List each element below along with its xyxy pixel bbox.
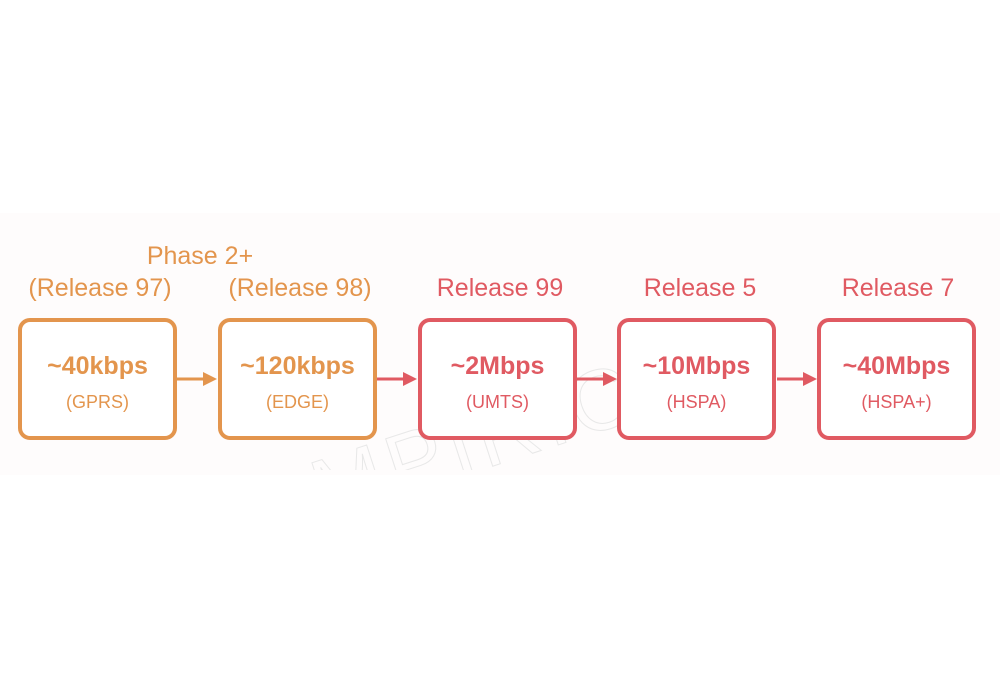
arrow-right-icon — [177, 372, 217, 386]
stage-box-gprs: ~40kbps (GPRS) — [18, 318, 177, 440]
stage-box-edge: ~120kbps (EDGE) — [218, 318, 377, 440]
stage-tech: (HSPA) — [666, 392, 727, 412]
stage-box-hspa: ~10Mbps (HSPA) — [617, 318, 776, 440]
stage-tech: (HSPA+) — [861, 392, 932, 412]
stage-tech: (UMTS) — [466, 392, 529, 412]
stage-box-hspa-plus: ~40Mbps (HSPA+) — [817, 318, 976, 440]
stage-speed: ~120kbps — [240, 352, 355, 380]
stage-release-label-5: Release 7 — [841, 274, 955, 302]
stage-release-label-3: Release 99 — [436, 274, 564, 302]
stage-release-label-2: (Release 98) — [228, 274, 372, 302]
stage-box-umts: ~2Mbps (UMTS) — [418, 318, 577, 440]
arrow-right-icon — [577, 372, 617, 386]
arrow-right-icon — [377, 372, 417, 386]
stage-release-label-4: Release 5 — [643, 274, 757, 302]
stage-speed: ~2Mbps — [450, 352, 545, 380]
stage-speed: ~40kbps — [47, 352, 148, 380]
stage-tech: (EDGE) — [266, 392, 329, 412]
stage-speed: ~40Mbps — [842, 352, 951, 380]
phase-label: Phase 2+ — [146, 242, 254, 270]
arrow-right-icon — [777, 372, 817, 386]
stage-speed: ~10Mbps — [642, 352, 751, 380]
stage-release-label-1: (Release 97) — [28, 274, 172, 302]
stage-tech: (GPRS) — [66, 392, 129, 412]
